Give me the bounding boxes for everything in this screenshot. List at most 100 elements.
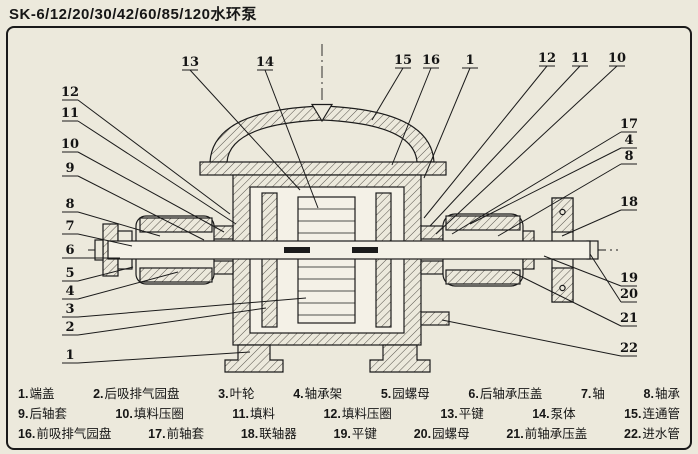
callout-leader [561, 209, 622, 237]
callout-number: 5 [65, 266, 74, 281]
callout-number: 12 [538, 51, 556, 66]
pump-cross-section [88, 44, 618, 373]
coupling-bolt [559, 284, 566, 292]
casing-flange [199, 161, 447, 176]
dome-notch [310, 103, 334, 123]
water-inlet-pipe [420, 311, 450, 326]
callout-leader [469, 147, 622, 225]
callout-leader [77, 211, 161, 237]
callout-leader [264, 69, 319, 209]
callout-number: 20 [620, 287, 638, 302]
callout-number: 17 [620, 117, 638, 132]
callout-number: 18 [620, 195, 638, 210]
callout-number: 1 [465, 53, 474, 68]
callout-leader [77, 297, 307, 318]
callout-number: 13 [181, 55, 199, 70]
callout-number: 10 [608, 51, 626, 66]
coupling-bolt [559, 208, 566, 216]
callout-number: 10 [61, 137, 79, 152]
callout-number: 19 [620, 271, 638, 286]
rear-shaft-nut [94, 239, 104, 261]
right-foot [369, 344, 431, 373]
callout-number: 14 [256, 55, 274, 70]
legend-item: 2.后吸排气园盘 [93, 387, 180, 401]
legend-item: 19.平键 [333, 427, 377, 441]
callout-number: 6 [65, 243, 74, 258]
callout-leader [77, 120, 237, 225]
callout-leader [371, 67, 404, 121]
legend-item: 15.连通管 [624, 407, 680, 421]
callout-leader [429, 65, 581, 227]
callout-number: 11 [571, 51, 589, 66]
legend-item: 11.填料 [232, 407, 275, 421]
callout-leader [391, 67, 432, 166]
callout-leader [497, 163, 622, 237]
rear-port-disc [261, 192, 278, 328]
callout-number: 15 [394, 53, 412, 68]
legend-item: 1.端盖 [18, 387, 55, 401]
shaft-key-slot [284, 247, 310, 253]
callout-leader [77, 151, 225, 233]
shaft-key-slot [352, 247, 378, 253]
legend-item: 22.进水管 [624, 427, 680, 441]
legend-item: 17.前轴套 [148, 427, 205, 441]
callout-number: 16 [422, 53, 440, 68]
rear-gland-bottom [211, 260, 234, 275]
callout-leader [423, 65, 548, 219]
front-gland-top [420, 225, 444, 240]
callout-leader [441, 319, 622, 357]
callout-leader [435, 65, 618, 235]
callout-number: 7 [65, 219, 74, 234]
legend-item: 12.填料压圈 [323, 407, 392, 421]
callout-leader [189, 69, 301, 191]
left-foot [224, 344, 284, 373]
callout-number: 4 [65, 284, 74, 299]
callout-number: 22 [620, 341, 638, 356]
legend-item: 13.平键 [440, 407, 484, 421]
legend-item: 8.轴承 [643, 387, 680, 401]
shaft [107, 240, 591, 260]
callout-leader [77, 99, 231, 215]
callout-number: 9 [65, 161, 74, 176]
legend-item: 9.后轴套 [18, 407, 67, 421]
callout-leader [589, 253, 622, 303]
legend-item: 10.填料压圈 [115, 407, 184, 421]
callout-number: 3 [65, 302, 74, 317]
callout-leader [423, 67, 471, 179]
legend-item: 21.前轴承压盖 [506, 427, 588, 441]
rear-gland-top [211, 225, 234, 240]
legend-item: 4.轴承架 [293, 387, 343, 401]
callout-number: 4 [624, 133, 633, 148]
frame-border [6, 26, 692, 450]
front-gland-bottom [420, 260, 444, 275]
callout-leader [77, 266, 134, 282]
callout-number: 21 [620, 311, 638, 326]
callout-number: 12 [61, 85, 79, 100]
callout-leader [77, 233, 133, 247]
callout-leader [77, 271, 179, 300]
callout-leader [511, 271, 622, 327]
legend-item: 6.后轴承压盖 [468, 387, 543, 401]
callout-number: 1 [65, 348, 74, 363]
callout-leader [77, 175, 205, 241]
front-bearing-bottom [445, 269, 521, 285]
callout-number: 8 [65, 197, 74, 212]
front-port-disc [375, 192, 392, 328]
rear-bearing-top [139, 217, 213, 233]
rear-bearing-bottom [139, 267, 213, 283]
callout-leader [543, 255, 622, 287]
legend-item: 18.联轴器 [240, 427, 297, 441]
legend-item: 3.叶轮 [218, 387, 255, 401]
impeller [297, 196, 356, 324]
front-bearing-top [445, 215, 521, 231]
callout-leader [77, 351, 251, 364]
legend-item: 7.轴 [580, 387, 605, 401]
callout-number: 8 [624, 149, 633, 164]
legend-item: 20.园螺母 [413, 427, 470, 441]
page-title: SK-6/12/20/30/42/60/85/120水环泵 [9, 6, 257, 23]
